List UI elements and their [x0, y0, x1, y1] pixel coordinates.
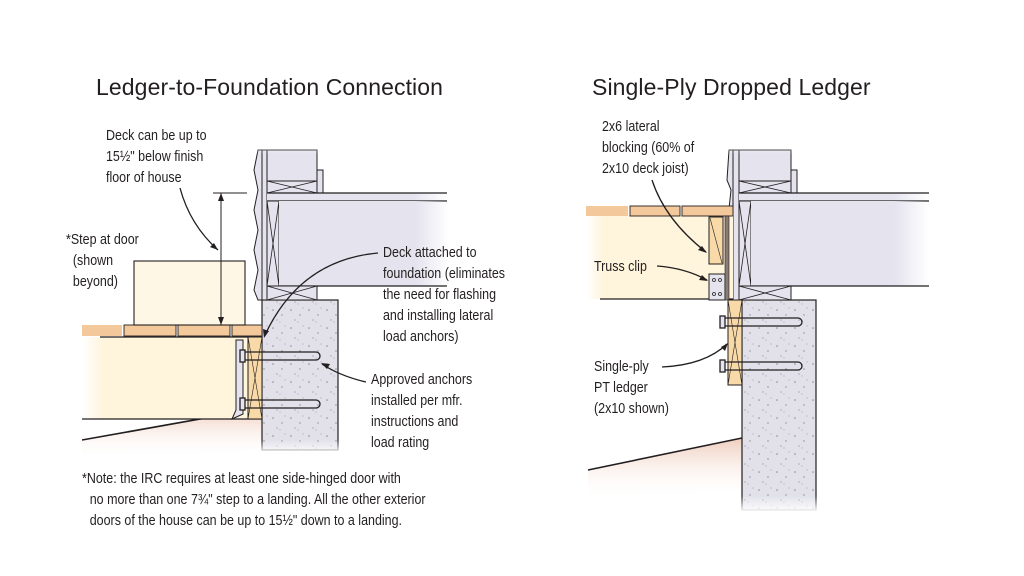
floor-joist — [279, 201, 449, 286]
callout-truss-clip: Truss clip — [594, 259, 647, 275]
siding — [253, 149, 263, 301]
door-step — [133, 260, 246, 326]
right-diagram — [586, 130, 929, 512]
callout-step-at-door: *Step at door (shown beyond) — [66, 232, 139, 290]
foundation-wall-right — [741, 299, 817, 511]
dimension-line — [213, 192, 247, 325]
decking-boards-right — [586, 205, 734, 217]
right-panel-title: Single-Ply Dropped Ledger — [592, 74, 871, 100]
truss-clip — [708, 273, 726, 301]
leader-deck-height — [179, 187, 219, 251]
callout-lateral-blocking: 2x6 lateral blocking (60% of 2x10 deck j… — [602, 119, 695, 177]
callout-deck-height: Deck can be up to 15½" below finish floo… — [106, 128, 207, 186]
soil-grade-right — [588, 438, 742, 500]
foundation-wall — [261, 299, 339, 451]
subfloor — [267, 193, 447, 201]
wall-stud-upper — [266, 149, 318, 186]
anchor-bolts — [239, 349, 321, 411]
decking-boards — [82, 324, 263, 337]
deck-joist — [82, 337, 262, 419]
wall-sheathing — [261, 149, 268, 301]
callout-approved-anchors: Approved anchors installed per mfr. inst… — [371, 372, 473, 451]
interior-trim — [316, 169, 324, 194]
left-panel-title: Ledger-to-Foundation Connection — [96, 74, 444, 100]
left-diagram — [81, 130, 449, 460]
irc-footnote: *Note: the IRC requires at least one sid… — [82, 471, 426, 529]
callout-pt-ledger: Single-ply PT ledger (2x10 shown) — [594, 359, 669, 417]
soil-grade — [82, 408, 262, 460]
leader-attached — [264, 252, 379, 336]
callout-deck-attached: Deck attached to foundation (eliminates … — [383, 245, 506, 345]
